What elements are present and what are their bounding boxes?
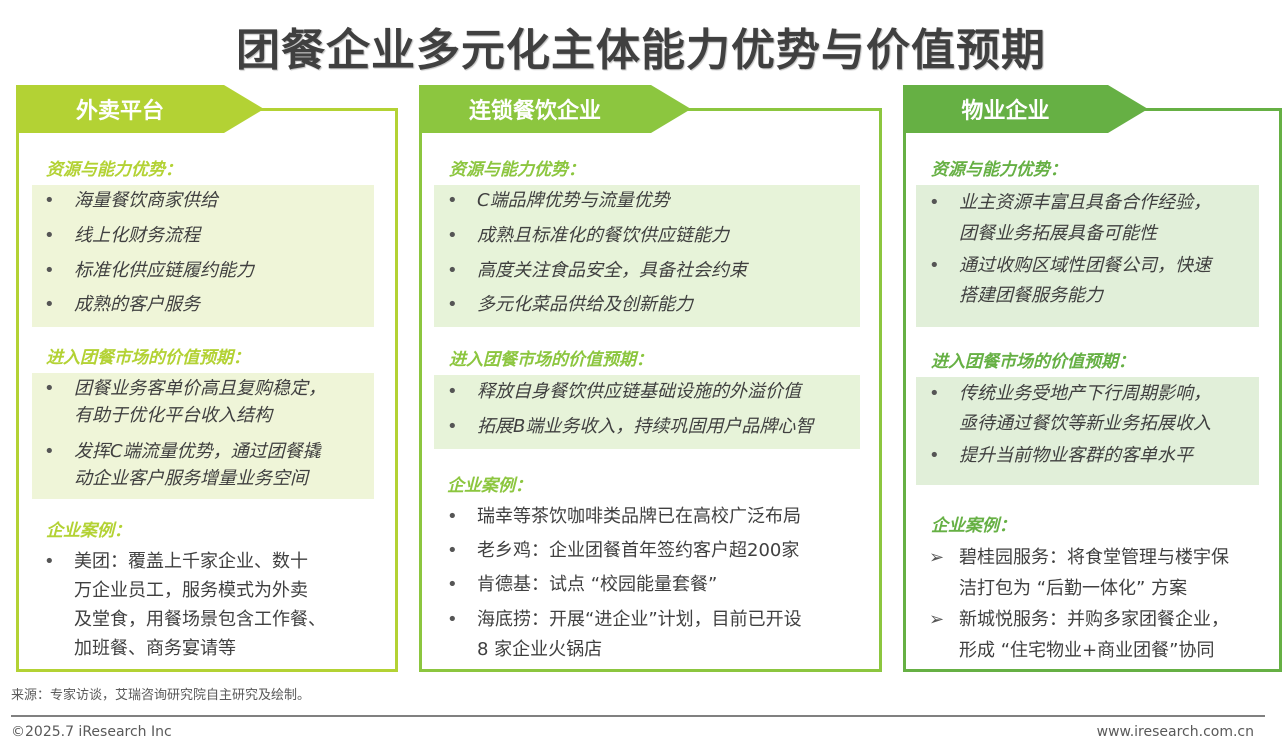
resource-item: •高度关注食品安全，具备社会约束 (435, 257, 747, 284)
source-note: 来源：专家访谈，艾瑞咨询研究院自主研究及绘制。 (11, 688, 311, 703)
value-item: •提升当前物业客群的客单水平 (917, 442, 1193, 469)
panel-chain-restaurant: 连锁餐饮企业 资源与能力优势： •C端品牌优势与流量优势 •成熟且标准化的餐饮供… (419, 85, 882, 672)
bullet-icon: • (44, 378, 55, 399)
cases-heading: 企业案例： (46, 521, 131, 541)
value-box (916, 377, 1259, 485)
resource-item: •标准化供应链履约能力 (32, 257, 254, 284)
bullet-icon: • (929, 192, 940, 213)
bullet-icon: • (44, 441, 55, 462)
bullet-icon: • (929, 383, 940, 404)
bullet-icon: • (447, 225, 458, 246)
bullet-icon: • (447, 540, 458, 561)
panel-tab-label: 外卖平台 (75, 99, 164, 124)
bullet-icon: • (44, 260, 55, 281)
case-item: •肯德基：试点 “校园能量套餐” (435, 571, 717, 598)
case-item: ➢碧桂园服务：将食堂管理与楼宇保洁打包为 “后勤一体化” 方案 (917, 542, 1229, 604)
arrow-bullet-icon: ➢ (929, 547, 945, 568)
value-box (32, 373, 374, 499)
resource-item: •线上化财务流程 (32, 222, 200, 249)
panel-property-company: 物业企业 资源与能力优势： •业主资源丰富且具备合作经验，团餐业务拓展具备可能性… (903, 85, 1282, 672)
value-item: •释放自身餐饮供应链基础设施的外溢价值 (435, 378, 801, 405)
panel-takeaway-platform: 外卖平台 资源与能力优势： •海量餐饮商家供给 •线上化财务流程 •标准化供应链… (16, 85, 398, 672)
case-item: •美团：覆盖上千家企业、数十万企业员工，服务模式为外卖及堂食，用餐场景包含工作餐… (32, 547, 326, 663)
copyright: ©2025.7 iResearch Inc (11, 724, 172, 740)
value-item: •传统业务受地产下行周期影响，亟待通过餐饮等新业务拓展收入 (917, 379, 1211, 439)
resources-heading: 资源与能力优势： (449, 160, 585, 180)
resources-box (916, 185, 1259, 327)
cases-heading: 企业案例： (931, 516, 1016, 536)
case-item: •老乡鸡：企业团餐首年签约客户超200家 (435, 537, 799, 564)
panel-tab-label: 物业企业 (961, 99, 1050, 124)
resource-item: •通过收购区域性团餐公司，快速搭建团餐服务能力 (917, 251, 1211, 311)
bullet-icon: • (447, 190, 458, 211)
bullet-icon: • (447, 574, 458, 595)
page-title: 团餐企业多元化主体能力优势与价值预期 (236, 25, 1046, 76)
bullet-icon: • (447, 416, 458, 437)
resource-item: •多元化菜品供给及创新能力 (435, 291, 693, 318)
value-item: •团餐业务客单价高且复购稳定，有助于优化平台收入结构 (32, 375, 326, 429)
bullet-icon: • (447, 381, 458, 402)
value-heading: 进入团餐市场的价值预期： (46, 348, 250, 368)
bullet-icon: • (929, 255, 940, 276)
panel-tab: 连锁餐饮企业 (419, 85, 691, 133)
value-heading: 进入团餐市场的价值预期： (449, 350, 653, 370)
resources-heading: 资源与能力优势： (46, 160, 182, 180)
bullet-icon: • (44, 190, 55, 211)
arrow-bullet-icon: ➢ (929, 609, 945, 630)
resource-item: •业主资源丰富且具备合作经验，团餐业务拓展具备可能性 (917, 187, 1211, 249)
bullet-icon: • (44, 225, 55, 246)
value-heading: 进入团餐市场的价值预期： (931, 352, 1135, 372)
bullet-icon: • (929, 445, 940, 466)
bullet-icon: • (447, 260, 458, 281)
website-link[interactable]: www.iresearch.com.cn (1096, 724, 1254, 740)
case-item: •瑞幸等茶饮咖啡类品牌已在高校广泛布局 (435, 503, 801, 530)
resources-box (32, 185, 374, 327)
resources-heading: 资源与能力优势： (931, 160, 1067, 180)
resource-item: •成熟的客户服务 (32, 291, 200, 318)
resource-item: •成熟且标准化的餐饮供应链能力 (435, 222, 729, 249)
value-item: •拓展B端业务收入，持续巩固用户品牌心智 (435, 413, 813, 440)
bullet-icon: • (447, 609, 458, 630)
bullet-icon: • (447, 506, 458, 527)
cases-heading: 企业案例： (447, 476, 532, 496)
panel-tab: 外卖平台 (16, 85, 264, 133)
resource-item: •海量餐饮商家供给 (32, 187, 218, 214)
footer-divider (11, 715, 1265, 717)
case-item: ➢新城悦服务：并购多家团餐企业，形成 “住宅物业+商业团餐”协同 (917, 604, 1229, 666)
value-item: •发挥C端流量优势，通过团餐撬动企业客户服务增量业务空间 (32, 438, 321, 492)
value-box (434, 375, 860, 449)
resource-item: •C端品牌优势与流量优势 (435, 187, 670, 214)
bullet-icon: • (44, 294, 55, 315)
panel-tab: 物业企业 (903, 85, 1148, 133)
panel-tab-label: 连锁餐饮企业 (468, 99, 601, 124)
bullet-icon: • (44, 551, 55, 572)
resources-box (434, 185, 860, 327)
bullet-icon: • (447, 294, 458, 315)
